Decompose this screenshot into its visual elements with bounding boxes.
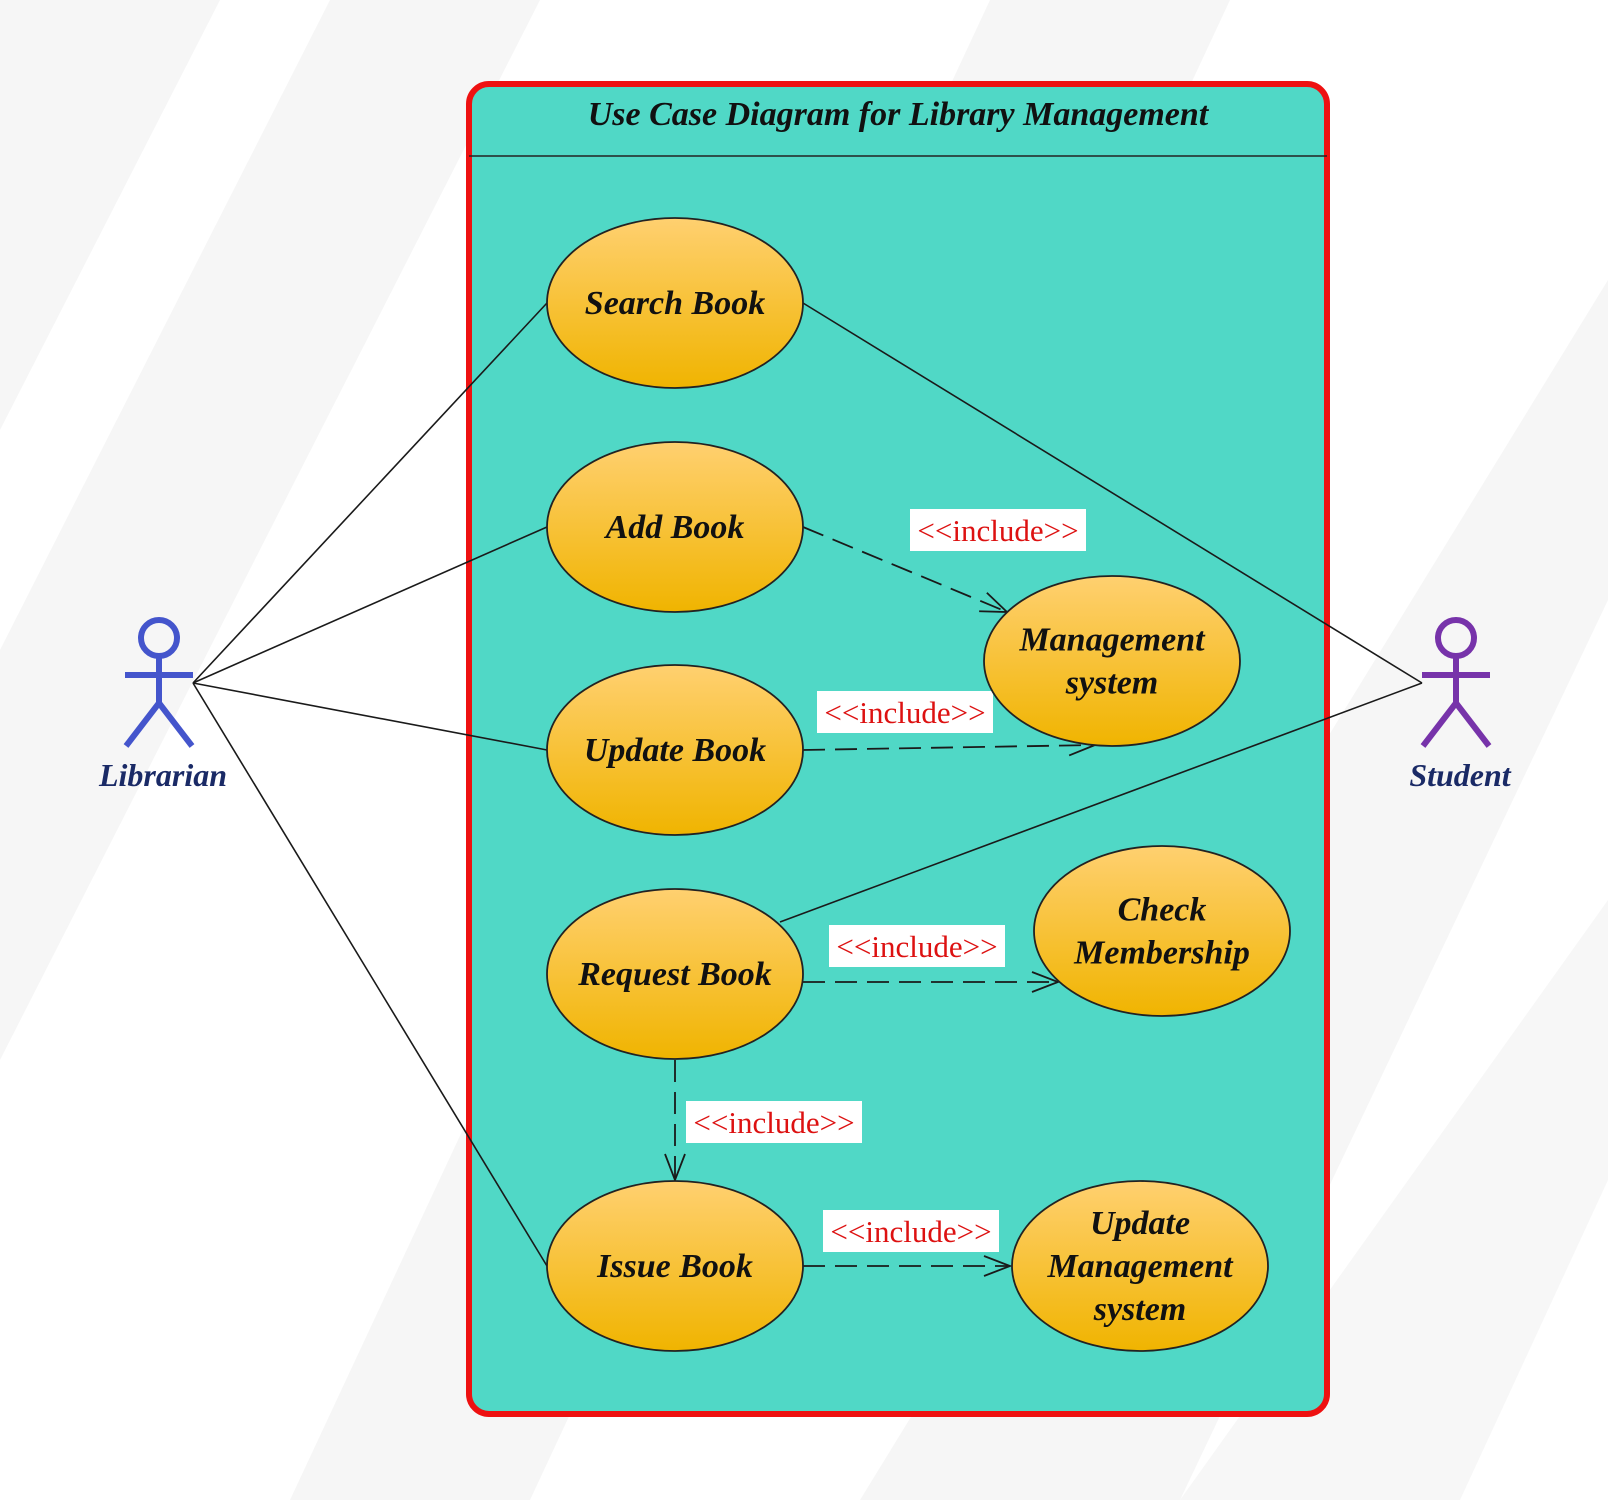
use-case-update[interactable]: Update Book — [546, 664, 804, 836]
actor-label: Librarian — [98, 757, 227, 793]
include-update-mgmt: <<include>> — [802, 691, 1098, 757]
use-case-label: Issue Book — [596, 1248, 753, 1285]
use-case-ellipse — [546, 888, 804, 1060]
use-case-mgmt[interactable]: Management system — [983, 575, 1241, 747]
use-case-add[interactable]: Add Book — [546, 441, 804, 613]
include-label: <<include>> — [830, 1214, 991, 1249]
use-case-issue[interactable]: Issue Book — [546, 1180, 804, 1352]
use-case-label: system — [1093, 1291, 1187, 1328]
use-case-label: Membership — [1073, 935, 1250, 972]
system-boundary: Use Case Diagram for Library Management — [466, 81, 1330, 1417]
include-arrow-line — [802, 526, 1008, 613]
use-case-label: system — [1065, 665, 1159, 702]
actor-label: Student — [1409, 757, 1511, 793]
include-label: <<include>> — [693, 1105, 854, 1140]
actors: Librarian Student — [98, 617, 1512, 793]
include-arrow-head — [983, 1255, 1013, 1277]
use-case-search[interactable]: Search Book — [546, 217, 804, 389]
use-case-ellipse — [546, 441, 804, 613]
association-librarian-update — [192, 682, 548, 751]
actor-student[interactable]: Student — [1409, 617, 1512, 793]
use-case-ellipse — [546, 1180, 804, 1352]
include-add-mgmt: <<include>> — [802, 509, 1086, 613]
include-label: <<include>> — [917, 513, 1078, 548]
include-label: <<include>> — [824, 695, 985, 730]
association-student-request — [779, 682, 1423, 923]
use-case-label: Update Book — [584, 732, 766, 769]
include-arrow-head — [664, 1153, 686, 1183]
system-boundary-box — [466, 81, 1330, 1417]
use-case-request[interactable]: Request Book — [546, 888, 804, 1060]
association-librarian-add — [192, 526, 548, 684]
use-case-label: Search Book — [585, 285, 765, 322]
include-arrow-head — [1031, 971, 1061, 993]
actor-librarian[interactable]: Librarian — [98, 617, 227, 793]
use-case-label: Check — [1118, 892, 1207, 929]
include-label-box — [817, 691, 993, 733]
include-arrow-line — [802, 744, 1096, 751]
association-student-search — [802, 302, 1423, 684]
include-relations: <<include>> <<include>> <<include>> <<inclu… — [664, 509, 1098, 1277]
use-case-ellipse — [546, 217, 804, 389]
use-case-ellipse — [1033, 845, 1291, 1017]
use-case-ellipse — [983, 575, 1241, 747]
include-label-box — [829, 925, 1005, 967]
use-case-label: Update — [1090, 1205, 1190, 1242]
include-label: <<include>> — [836, 929, 997, 964]
include-label-box — [910, 509, 1086, 551]
use-case-label: Management — [1046, 1248, 1234, 1285]
use-case-ellipse — [1011, 1180, 1269, 1352]
include-label-box — [823, 1210, 999, 1252]
include-request-check: <<include>> — [803, 925, 1061, 993]
association-librarian-issue — [192, 682, 548, 1267]
use-case-label: Request Book — [577, 956, 772, 993]
association-lines — [192, 302, 1423, 1267]
use-case-label: Management — [1018, 622, 1206, 659]
use-case-ellipse — [546, 664, 804, 836]
association-librarian-search — [192, 302, 548, 684]
system-title: Use Case Diagram for Library Management — [588, 96, 1210, 133]
stick-figure-icon — [123, 617, 195, 748]
include-request-issue: <<include>> — [664, 1060, 862, 1183]
include-label-box — [686, 1101, 862, 1143]
include-issue-updmgmt: <<include>> — [803, 1210, 1013, 1277]
use-case-label: Add Book — [604, 509, 745, 546]
stick-figure-icon — [1420, 617, 1492, 748]
